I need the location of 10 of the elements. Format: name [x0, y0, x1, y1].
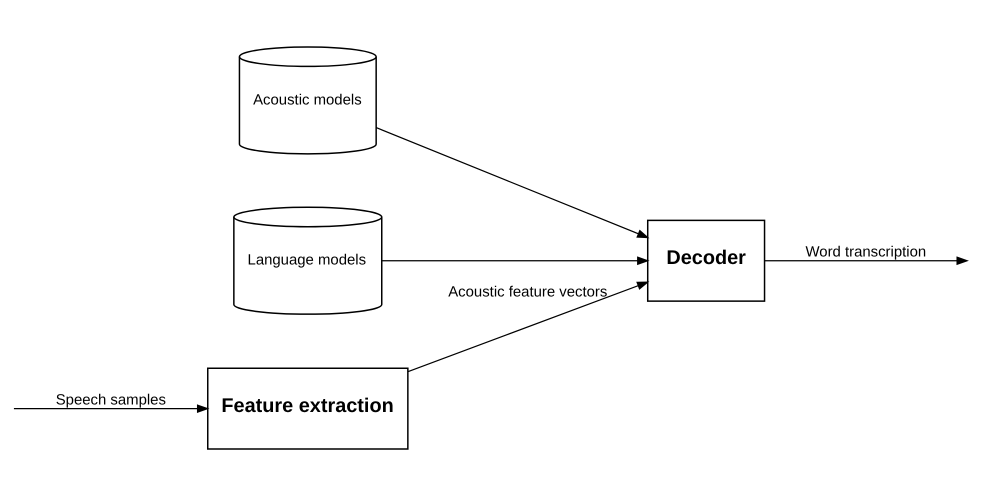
edge-label: Speech samples — [56, 392, 166, 408]
edge-label: Acoustic feature vectors — [448, 284, 608, 300]
arrow — [376, 127, 650, 238]
edge-label: Word transcription — [805, 244, 926, 261]
arrow — [14, 404, 210, 413]
arrow — [764, 256, 969, 266]
node-box: Feature extraction — [207, 368, 409, 450]
node-box: Decoder — [646, 220, 766, 302]
arrow — [382, 256, 650, 266]
arrow — [408, 281, 650, 372]
